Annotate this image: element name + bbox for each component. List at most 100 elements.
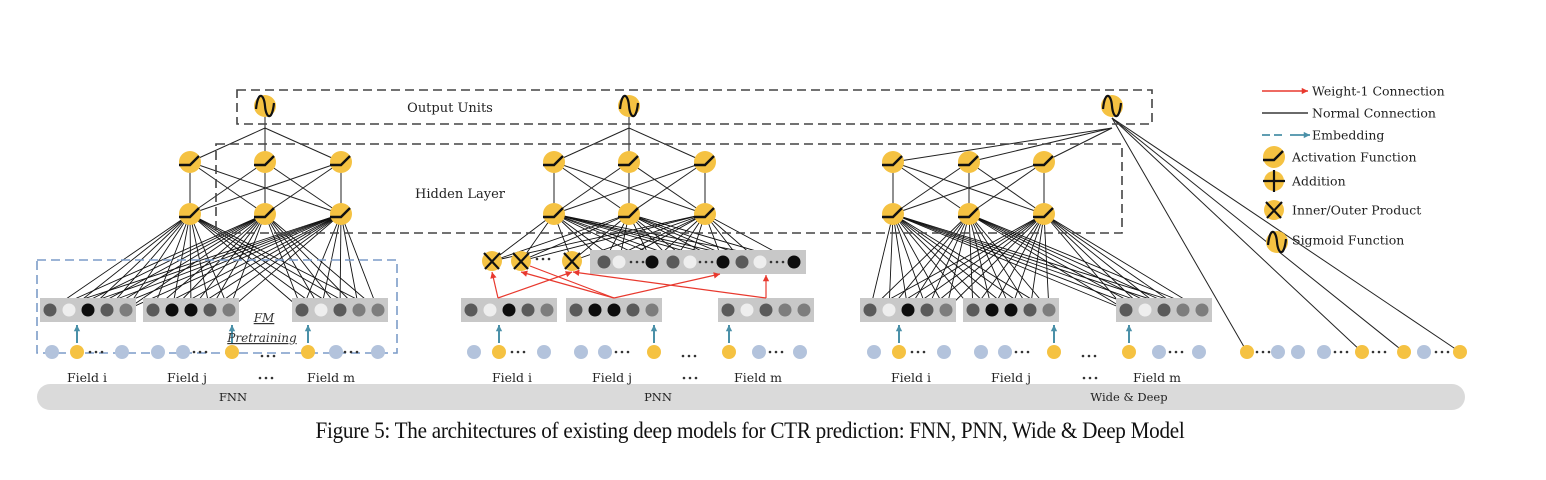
wd-connection	[968, 213, 1203, 311]
activation-node-circle	[958, 151, 980, 173]
inactive-feature-unit	[974, 345, 988, 359]
model-name-label: FNN	[219, 390, 247, 404]
output-connection	[264, 127, 342, 163]
linear-signal-unit	[753, 255, 767, 269]
embedding-unit	[222, 303, 236, 317]
weight1-arrow-head	[713, 272, 720, 279]
hidden-connection	[189, 161, 342, 215]
fnn-connection	[106, 213, 191, 311]
sigmoid-node	[1266, 230, 1288, 254]
inactive-feature-unit	[752, 345, 766, 359]
inactive-feature-unit	[115, 345, 129, 359]
ellipsis-dot	[258, 376, 262, 380]
hidden-connection	[892, 161, 1045, 215]
active-feature-unit	[1122, 345, 1136, 359]
weight1-arrow-head	[762, 275, 770, 282]
fnn-connection	[189, 213, 322, 311]
activation-node-circle	[694, 203, 716, 225]
activation-node	[330, 151, 352, 173]
fnn-connection	[264, 213, 341, 311]
active-feature-unit	[1397, 345, 1411, 359]
wd-connection	[892, 213, 947, 311]
active-feature-unit	[225, 345, 239, 359]
hidden-connection	[264, 161, 342, 215]
wd-connection	[892, 213, 1050, 311]
hidden-layer-label: Hidden Layer	[415, 187, 506, 202]
embedding-unit	[1176, 303, 1190, 317]
ellipsis-dot	[1088, 376, 1092, 380]
ellipsis-dot	[781, 260, 785, 264]
fnn-connection	[189, 213, 360, 311]
fnn-connection	[152, 213, 266, 311]
active-feature-unit	[1047, 345, 1061, 359]
model-bar	[37, 384, 1465, 410]
connections-layer	[49, 116, 1461, 353]
output-units-box	[236, 89, 1153, 125]
legend-label-1: Normal Connection	[1312, 106, 1436, 121]
ellipsis-dot	[910, 350, 914, 354]
activation-function-icon	[882, 155, 903, 167]
fnn-connection	[152, 213, 191, 311]
fnn-connection	[171, 213, 342, 311]
fnn-connection	[171, 213, 191, 311]
activation-function-icon	[330, 155, 351, 167]
legend-label-6: Sigmoid Function	[1292, 233, 1404, 248]
weight1-arrow	[520, 271, 615, 299]
addition-node	[1263, 170, 1285, 192]
fnn-connection	[190, 213, 342, 311]
ellipsis-dot	[343, 350, 347, 354]
activation-node	[254, 151, 276, 173]
linear-signal-unit	[597, 255, 611, 269]
inactive-feature-unit	[1152, 345, 1166, 359]
embedding-unit	[184, 303, 198, 317]
fnn-connection	[340, 213, 379, 311]
wd-connection	[907, 213, 1045, 311]
ellipsis-dot	[1371, 350, 1375, 354]
wd-connection	[926, 213, 970, 311]
embedding-unit	[203, 303, 217, 317]
embedding-unit	[81, 303, 95, 317]
ellipsis-dot	[916, 350, 920, 354]
fnn-connection	[209, 213, 266, 311]
weight1-arrow	[497, 271, 573, 299]
inactive-feature-unit	[151, 345, 165, 359]
ellipsis-dot	[264, 376, 268, 380]
legend-label-0: Weight-1 Connection	[1312, 84, 1445, 99]
activation-function-icon	[1033, 207, 1054, 219]
fnn-connection	[264, 213, 379, 311]
linear-signal-unit	[735, 255, 749, 269]
wd-connection	[888, 213, 894, 311]
ellipsis-dot	[1339, 350, 1343, 354]
fnn-connection	[87, 213, 191, 311]
activation-function-icon	[543, 207, 564, 219]
wd-connection	[892, 213, 1146, 311]
embedding-arrow-head	[650, 325, 658, 332]
activation-function-icon	[330, 207, 351, 219]
wd-connection	[892, 213, 928, 311]
inactive-feature-unit	[371, 345, 385, 359]
ellipsis-dot	[1440, 350, 1444, 354]
wide-connection	[1111, 117, 1363, 353]
activation-function-icon	[179, 207, 200, 219]
embedding-arrow-head	[73, 325, 81, 332]
ellipsis-dot	[693, 354, 697, 358]
output-connection	[892, 127, 1113, 163]
ellipsis-dot	[1026, 350, 1030, 354]
ellipsis-dot	[1434, 350, 1438, 354]
hidden-connection	[553, 161, 630, 215]
fnn-connection	[106, 213, 266, 311]
embedding-unit	[759, 303, 773, 317]
embedding-unit	[607, 303, 621, 317]
ellipsis-dot	[516, 350, 520, 354]
weight1-arrow	[572, 271, 767, 299]
ellipsis-dot	[355, 350, 359, 354]
ellipsis-dot	[769, 260, 773, 264]
activation-node-circle	[543, 203, 565, 225]
red-arrow-icon-head	[1301, 87, 1308, 95]
activation-node-circle	[618, 151, 640, 173]
ellipsis-dot	[522, 350, 526, 354]
active-feature-unit	[492, 345, 506, 359]
activation-function-icon	[543, 155, 564, 167]
fnn-connection	[264, 213, 360, 311]
ellipsis-dot	[547, 257, 551, 261]
